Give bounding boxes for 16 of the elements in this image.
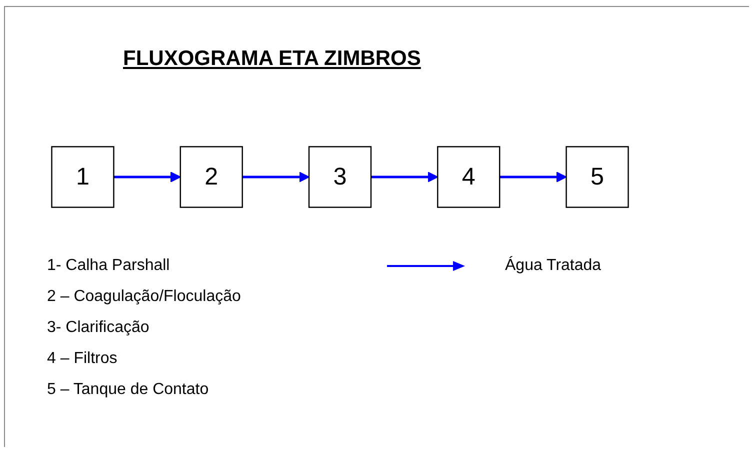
node-box: 1 bbox=[51, 146, 114, 208]
node-box: 3 bbox=[308, 146, 372, 208]
arrow bbox=[500, 172, 567, 182]
legend-note: 2 – Coagulação/Floculação bbox=[47, 288, 241, 306]
node-box: 5 bbox=[566, 146, 629, 208]
legend-note: 3- Clarificação bbox=[47, 319, 150, 337]
legend-note: 1- Calha Parshall bbox=[47, 257, 170, 275]
arrow bbox=[114, 172, 181, 182]
node-box: 4 bbox=[437, 146, 500, 208]
arrow bbox=[242, 172, 310, 182]
arrow bbox=[370, 172, 438, 182]
legend-note: 5 – Tanque de Contato bbox=[47, 381, 209, 399]
legend-label: Água Tratada bbox=[505, 257, 602, 275]
diagram-title: FLUXOGRAMA ETA ZIMBROS bbox=[123, 47, 421, 71]
legend-note: 4 – Filtros bbox=[47, 350, 118, 368]
node-box: 2 bbox=[180, 146, 243, 208]
